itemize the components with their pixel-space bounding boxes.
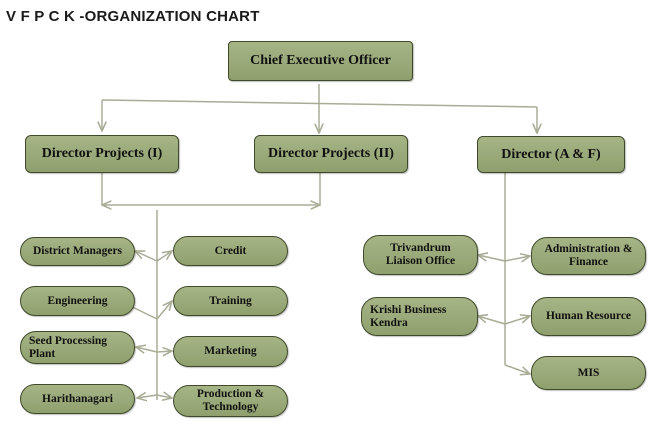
harithanagari-box: Harithanagari [20,384,135,414]
district-managers-box: District Managers [20,237,135,266]
krishi-business-kendra-box: Krishi Business Kendra [361,297,478,336]
director-projects-1-box: Director Projects (I) [25,135,179,173]
administration-finance-box: Administration & Finance [531,237,646,275]
connector-to-district-managers [135,251,158,262]
connector-to-trivandrum [478,255,506,261]
connector-to-credit [156,251,172,262]
ceo-box: Chief Executive Officer [228,41,413,81]
connector-to-production [156,395,172,398]
marketing-box: Marketing [173,336,288,367]
mis-box: MIS [531,356,646,390]
engineering-box: Engineering [20,286,135,316]
connector-to-human-resource [504,316,530,325]
connector-to-training [156,301,172,320]
connector-to-harithanagari [137,395,158,398]
credit-box: Credit [173,236,288,266]
chart-title: V F P C K -ORGANIZATION CHART [6,8,260,25]
human-resource-box: Human Resource [531,297,646,336]
director-af-box: Director (A & F) [477,136,625,173]
connector-to-seed-processing [136,347,158,352]
training-box: Training [173,286,288,316]
production-technology-box: Production & Technology [173,385,288,417]
seed-processing-plant-box: Seed Processing Plant [20,331,135,364]
director-projects-2-box: Director Projects (II) [254,135,408,173]
connector-to-mis [504,364,530,374]
connector-to-krishi [478,316,506,325]
connector-to-admin-finance [504,256,530,261]
connector-to-marketing [156,351,172,352]
trivandrum-liaison-office-box: Trivandrum Liaison Office [363,235,478,275]
